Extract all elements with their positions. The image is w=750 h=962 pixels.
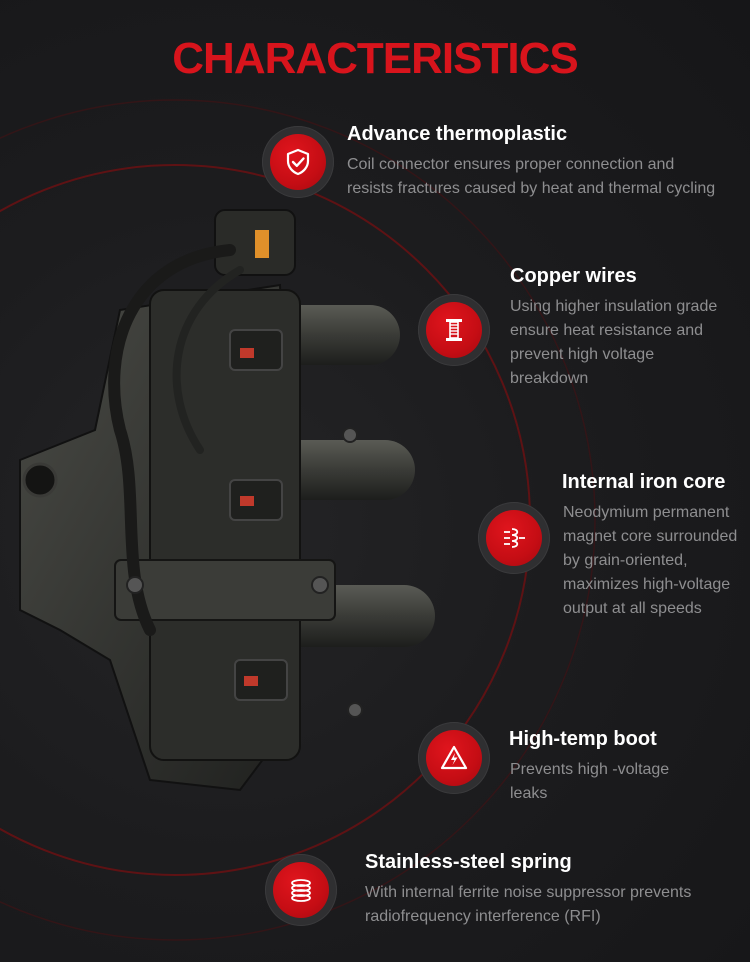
feature-description-line: breakdown: [510, 370, 589, 387]
ignition-coil-image: [19, 209, 435, 792]
feature-description-line: prevent high voltage: [510, 346, 655, 363]
feature-description-line: magnet core surrounded: [563, 528, 738, 545]
spring-coil-icon: [265, 854, 337, 926]
feature-description-line: Coil connector ensures proper connection…: [347, 156, 675, 173]
feature-description-line: radiofrequency interference (RFI): [365, 908, 601, 925]
high-voltage-warning-icon: [418, 722, 490, 794]
feature-description-line: With internal ferrite noise suppressor p…: [365, 884, 692, 901]
feature-title: High-temp boot: [509, 728, 657, 750]
feature-description: Using higher insulation grade ensure hea…: [510, 295, 745, 391]
shield-check-icon: [262, 126, 334, 198]
feature-description: With internal ferrite noise suppressor p…: [365, 881, 740, 929]
feature-title: Internal iron core: [562, 471, 726, 493]
wire-spool-icon: [418, 294, 490, 366]
feature-title: Stainless-steel spring: [365, 851, 572, 873]
feature-description-line: by grain-oriented,: [563, 552, 688, 569]
feature-description-line: output at all speeds: [563, 600, 702, 617]
feature-description: Coil connector ensures proper connection…: [347, 153, 742, 201]
feature-description-line: Neodymium permanent: [563, 504, 730, 521]
feature-description-line: ensure heat resistance and: [510, 322, 704, 339]
page-title: CHARACTERISTICS: [172, 34, 578, 83]
feature-title: Advance thermoplastic: [347, 123, 568, 145]
feature-description-line: maximizes high-voltage: [563, 576, 731, 593]
feature-title: Copper wires: [510, 265, 637, 287]
feature-description-line: Prevents high -voltage: [510, 761, 670, 778]
feature-description-line: resists fractures caused by heat and the…: [347, 180, 716, 197]
iron-core-icon: [478, 502, 550, 574]
feature-description: Neodymium permanent magnet core surround…: [563, 501, 747, 621]
feature-description: Prevents high -voltage leaks: [510, 758, 740, 806]
feature-description-line: leaks: [510, 785, 548, 802]
feature-description-line: Using higher insulation grade: [510, 298, 718, 315]
